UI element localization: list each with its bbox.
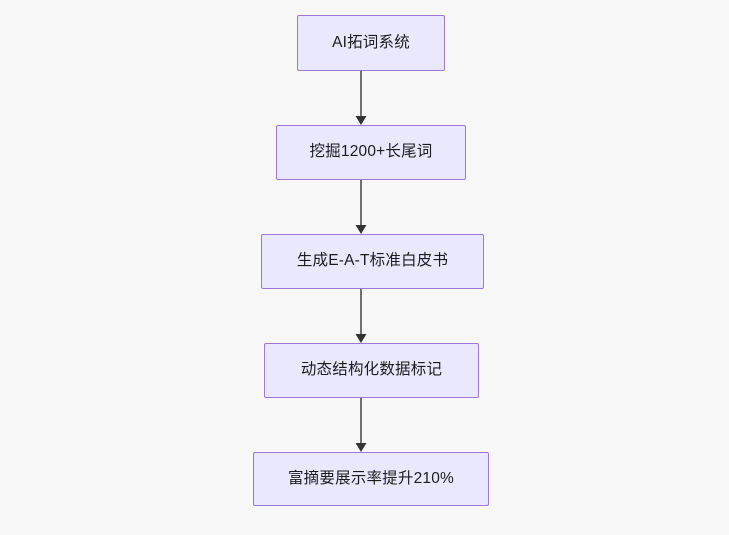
flow-node-dynamic-structured-data-markup[interactable]: 动态结构化数据标记 — [264, 343, 479, 398]
flow-node-label: AI拓词系统 — [332, 33, 410, 51]
connector-node-2-to-node-3 — [351, 180, 371, 234]
connector-node-4-to-node-5 — [351, 398, 371, 452]
connector-node-3-to-node-4 — [351, 289, 371, 343]
connector-node-1-to-node-2 — [351, 71, 371, 125]
flow-node-label: 挖掘1200+长尾词 — [309, 143, 433, 161]
flow-node-mine-longtail-keywords[interactable]: 挖掘1200+长尾词 — [276, 125, 466, 180]
flow-node-label: 富摘要展示率提升210% — [287, 469, 455, 487]
flow-node-ai-keyword-system[interactable]: AI拓词系统 — [297, 15, 445, 71]
flow-node-rich-snippet-impression-lift[interactable]: 富摘要展示率提升210% — [253, 452, 489, 506]
flow-node-generate-eat-whitepaper[interactable]: 生成E-A-T标准白皮书 — [261, 234, 484, 289]
flow-node-label: 动态结构化数据标记 — [300, 361, 443, 379]
flow-node-label: 生成E-A-T标准白皮书 — [296, 252, 449, 270]
